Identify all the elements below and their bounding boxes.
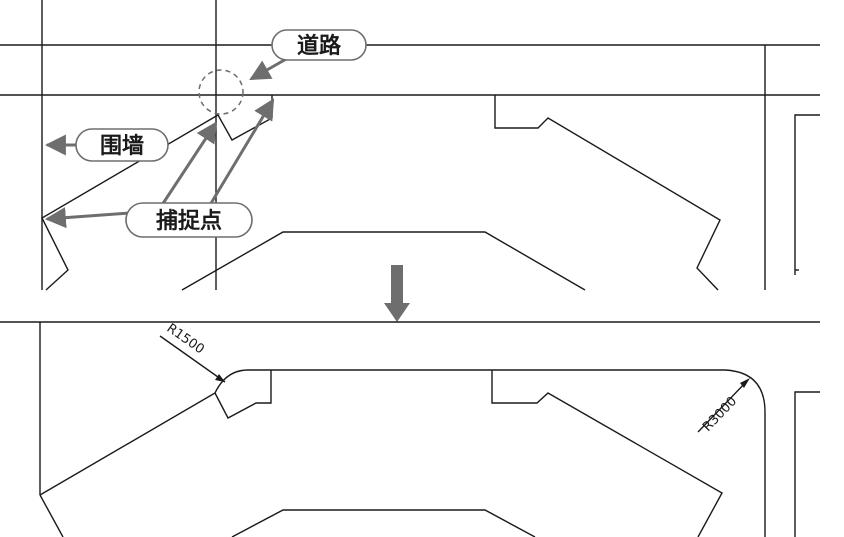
r3000-leader [697, 379, 749, 433]
callout-snap: 捕捉点 [44, 98, 275, 238]
bottom-panel: R1500 R3000 [0, 321, 820, 537]
wall-detail-left [39, 494, 64, 537]
callout-road: 道路 [249, 29, 367, 81]
road-label-box [271, 29, 367, 61]
dimension-r3000: R3000 [697, 378, 750, 435]
inner-boundary-bottom [231, 509, 536, 537]
wall-notch-left [214, 370, 272, 419]
road-label: 道路 [297, 33, 342, 59]
snap-leader-arrow-1 [44, 207, 131, 229]
r1500-leader [159, 335, 226, 383]
wall-outline-left-top [41, 95, 273, 291]
right-building-outline-top [794, 114, 820, 275]
r1500-tick [215, 374, 225, 382]
snap-leader-arrow-3 [208, 98, 275, 206]
snap-leader-arrow-2 [160, 121, 218, 206]
road-leader-arrow [249, 56, 289, 81]
wall-label: 围墙 [100, 134, 144, 159]
wall-outline-right-bottom [491, 370, 723, 537]
down-arrow-icon [384, 265, 410, 322]
snap-label: 捕捉点 [156, 208, 222, 234]
wall-label-box [75, 128, 169, 162]
wall-outline-right-top [494, 95, 721, 291]
dimension-r1500: R1500 [159, 321, 226, 383]
snap-circle [198, 69, 244, 115]
top-panel: 道路 围墙 捕捉点 [0, 0, 820, 291]
right-building-outline-bottom [794, 391, 820, 537]
inner-boundary-top [181, 231, 586, 291]
wall-outline-filleted [39, 369, 766, 520]
callout-wall: 围墙 [44, 128, 169, 162]
r3000-label: R3000 [700, 394, 740, 435]
snap-label-box [125, 202, 253, 238]
r1500-label: R1500 [164, 321, 207, 357]
r3000-tick [740, 378, 750, 388]
